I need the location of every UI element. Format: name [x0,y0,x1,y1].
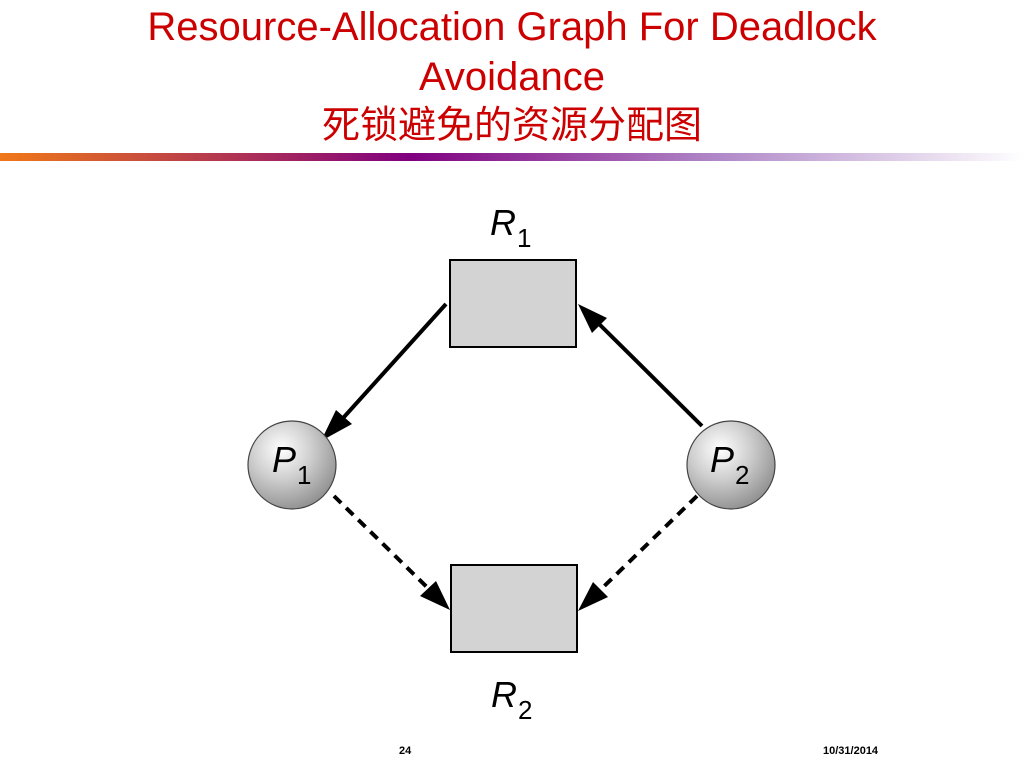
process-node-p2 [686,420,776,510]
title-line-2: Avoidance [418,55,606,99]
arrowhead-p2-to-r2 [578,582,608,611]
arrowhead-p2-to-r1 [578,304,607,333]
arrowhead-r1-to-p1 [321,410,352,441]
edge-p2-to-r1 [590,315,704,428]
slide-date: 10/31/2014 [823,745,879,757]
edge-p2-to-r2 [591,494,699,599]
title-divider-rule [0,153,1024,161]
resource-node-r1 [449,259,577,348]
label-p2: P2 [710,439,749,490]
label-p1: P1 [272,439,311,490]
slide-title: Resource-Allocation Graph For Deadlock A… [0,2,1024,148]
title-line-1: Resource-Allocation Graph For Deadlock [147,5,877,49]
resource-node-r2 [450,564,578,653]
edge-p1-to-r2 [332,494,438,598]
label-r1: R1 [490,202,531,253]
page-number: 24 [399,745,412,757]
title-chinese: 死锁避免的资源分配图 [321,103,702,147]
edge-r1-to-p1 [333,302,448,429]
label-r2: R2 [491,674,532,725]
arrowhead-p1-to-r2 [420,581,450,610]
process-node-p1 [247,420,337,510]
